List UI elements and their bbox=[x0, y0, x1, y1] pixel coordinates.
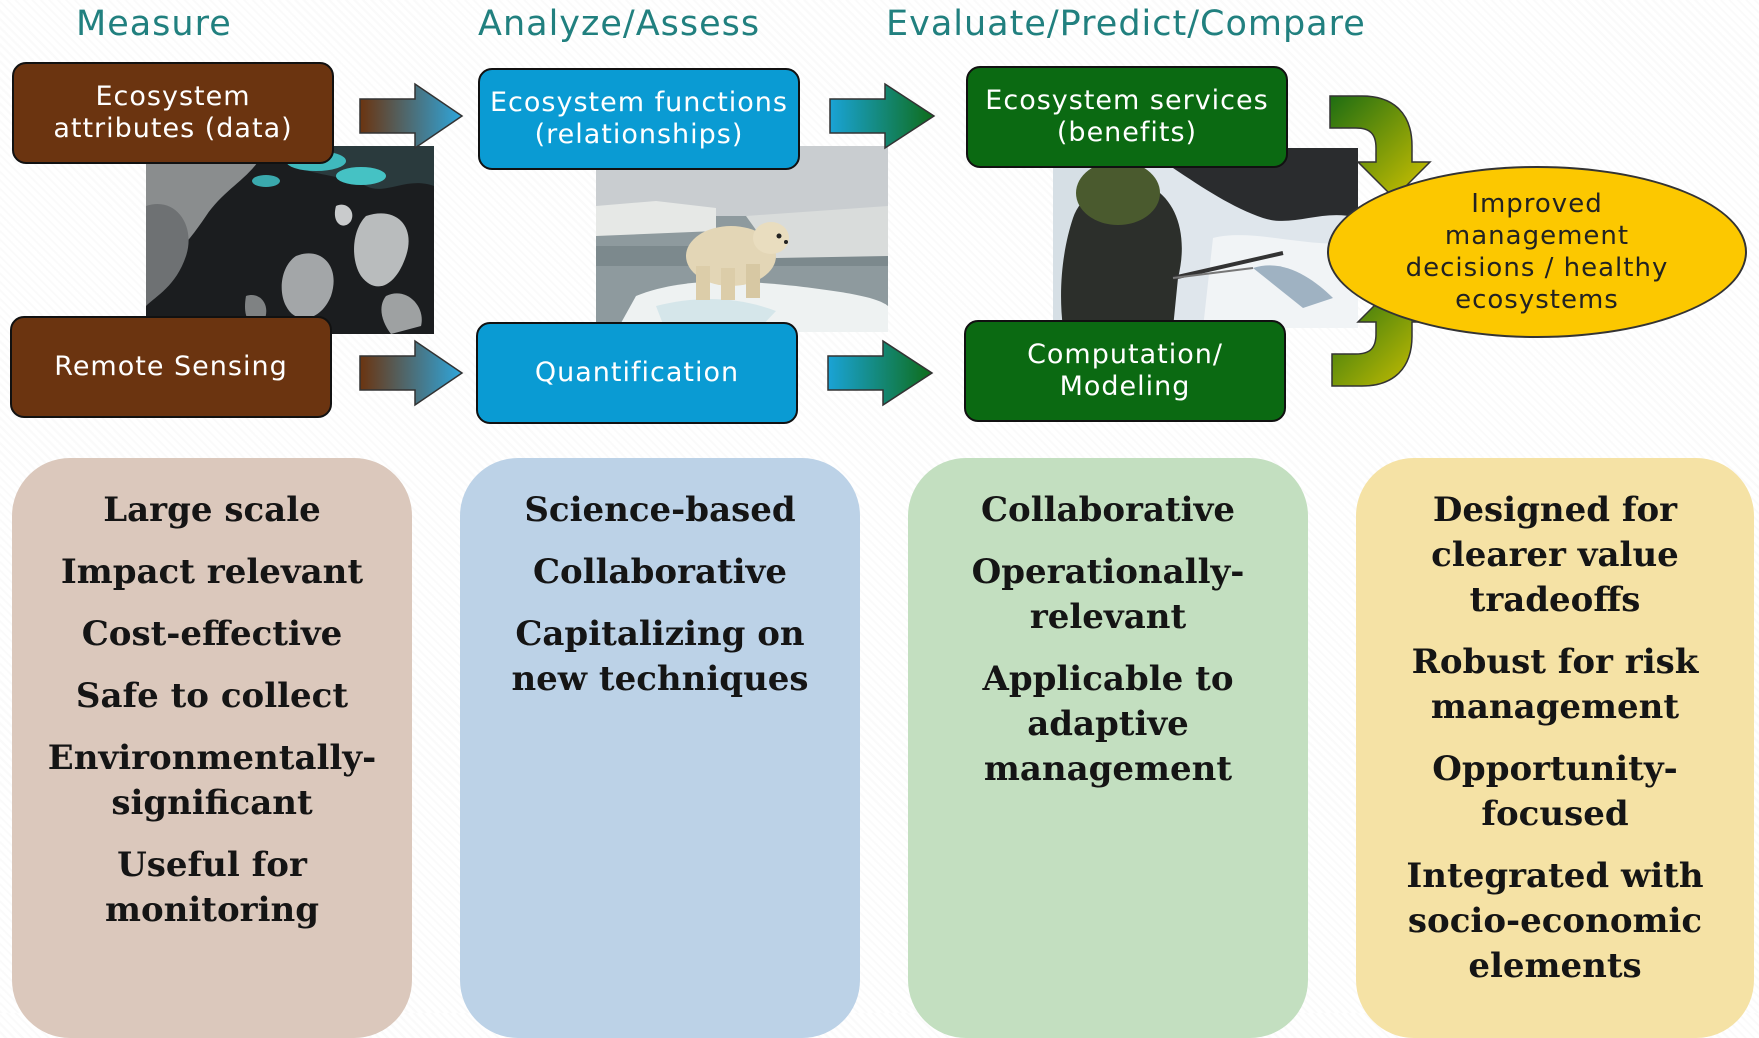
arrow-right-icon bbox=[359, 339, 464, 407]
ecosystem-attributes-label: Ecosystem attributes (data) bbox=[53, 81, 293, 144]
ecosystem-attributes-box: Ecosystem attributes (data) bbox=[12, 62, 334, 164]
ecosystem-functions-box: Ecosystem functions (relationships) bbox=[478, 68, 800, 170]
panel-item: Opportunity- focused bbox=[1432, 749, 1678, 834]
panel-item: Designed for clearer value tradeoffs bbox=[1431, 490, 1679, 620]
panel-goal: Designed for clearer value tradeoffs Rob… bbox=[1356, 458, 1754, 1038]
phase-heading-measure: Measure bbox=[76, 4, 232, 44]
panel-item: Operationally- relevant bbox=[971, 552, 1245, 637]
panel-item: Useful for monitoring bbox=[105, 845, 319, 930]
remote-sensing-label: Remote Sensing bbox=[54, 351, 288, 382]
panel-item: Cost-effective bbox=[81, 614, 343, 654]
panel-item: Science-based bbox=[524, 490, 796, 530]
ecosystem-functions-label: Ecosystem functions (relationships) bbox=[490, 87, 788, 150]
ecosystem-services-label: Ecosystem services (benefits) bbox=[985, 85, 1269, 148]
computation-modeling-box: Computation/ Modeling bbox=[964, 320, 1286, 422]
goal-label: Improved management decisions / healthy … bbox=[1405, 189, 1669, 315]
phase-heading-analyze: Analyze/Assess bbox=[478, 4, 761, 44]
panel-item: Collaborative bbox=[980, 490, 1235, 530]
goal-ellipse: Improved management decisions / healthy … bbox=[1327, 166, 1747, 338]
panel-item: Robust for risk management bbox=[1411, 642, 1699, 727]
panel-item: Safe to collect bbox=[75, 676, 349, 716]
quantification-label: Quantification bbox=[534, 357, 740, 388]
curved-arrow-down-icon bbox=[1329, 95, 1432, 200]
computation-modeling-label: Computation/ Modeling bbox=[1027, 339, 1223, 402]
arrow-right-icon bbox=[829, 82, 936, 150]
remote-sensing-box: Remote Sensing bbox=[10, 316, 332, 418]
arrow-right-icon bbox=[827, 339, 934, 407]
panel-evaluate: Collaborative Operationally- relevant Ap… bbox=[908, 458, 1308, 1038]
panel-item: Capitalizing on new techniques bbox=[511, 614, 809, 699]
arrow-right-icon bbox=[359, 82, 464, 150]
panel-item: Environmentally- significant bbox=[47, 738, 377, 823]
panel-item: Integrated with socio-economic elements bbox=[1406, 856, 1704, 986]
panel-item: Impact relevant bbox=[60, 552, 364, 592]
phase-heading-evaluate: Evaluate/Predict/Compare bbox=[886, 4, 1366, 44]
panel-item: Collaborative bbox=[532, 552, 787, 592]
panel-item: Large scale bbox=[103, 490, 321, 530]
panel-analyze: Science-based Collaborative Capitalizing… bbox=[460, 458, 860, 1038]
panel-measure: Large scale Impact relevant Cost-effecti… bbox=[12, 458, 412, 1038]
researcher-on-ice-photo bbox=[1053, 148, 1358, 328]
quantification-box: Quantification bbox=[476, 322, 798, 424]
panel-item: Applicable to adaptive management bbox=[982, 659, 1234, 789]
satellite-image bbox=[146, 146, 434, 334]
ecosystem-services-box: Ecosystem services (benefits) bbox=[966, 66, 1288, 168]
